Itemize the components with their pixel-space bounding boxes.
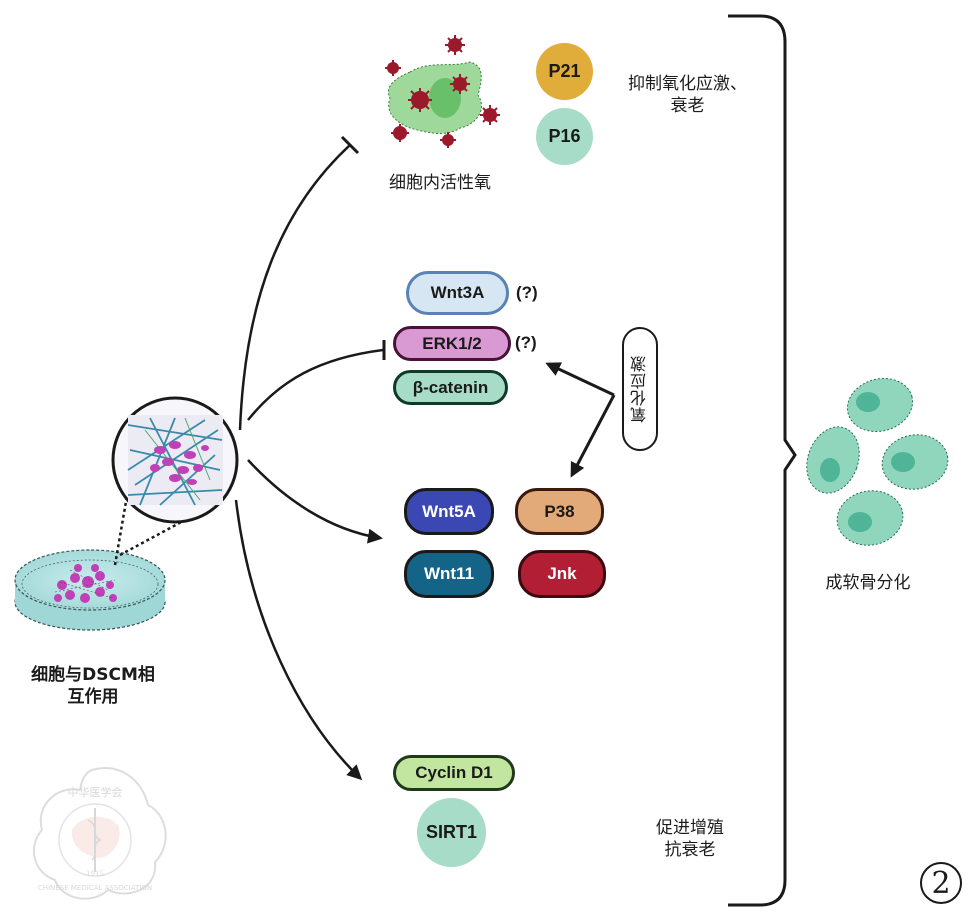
source-caption: 细胞与DSCM相互作用: [8, 664, 178, 708]
chondrocyte: [881, 434, 949, 490]
chondrocyte: [836, 490, 904, 546]
wnt3a-uncertain-note: (?): [516, 283, 538, 302]
pill-wnt11: Wnt11: [404, 550, 494, 598]
badge-sirt1: SIRT1: [417, 798, 486, 867]
pill-wnt3a: Wnt3A: [406, 271, 509, 315]
arrow-to-ros: [238, 144, 351, 431]
pill-cyclin-d1-label: Cyclin D1: [415, 763, 493, 782]
magnified-scaffold: [111, 396, 239, 524]
arrow-to-erk: [247, 348, 384, 421]
pill-beta-catenin: β-catenin: [393, 370, 508, 405]
pill-cyclin-d1: Cyclin D1: [393, 755, 515, 791]
petri-dish: [14, 549, 166, 631]
badge-sirt1-label: SIRT1: [425, 822, 477, 842]
watermark-year: 1915: [86, 870, 104, 878]
watermark-top-text: 中华医学会: [68, 785, 123, 799]
bottom-effect-label: 促进增殖 抗衰老: [635, 795, 745, 861]
zoom-line-right: [119, 518, 186, 557]
pill-beta-catenin-label: β-catenin: [412, 377, 489, 397]
chondrocyte: [806, 426, 860, 494]
arrow-to-wnt5a: [247, 459, 383, 544]
badge-p21: P21: [536, 43, 593, 100]
badge-p16-label: P16: [548, 126, 581, 146]
pill-p38-label: P38: [544, 501, 575, 521]
zoom-line-left: [113, 489, 130, 566]
outcome-caption: 成软骨分化: [825, 573, 911, 593]
pill-wnt3a-label: Wnt3A: [430, 283, 485, 302]
pill-p38: P38: [515, 488, 604, 535]
figure-number-text: 2: [931, 865, 951, 901]
pill-wnt5a: Wnt5A: [404, 488, 494, 535]
pill-wnt11-label: Wnt11: [423, 564, 475, 583]
badge-p16: P16: [536, 108, 593, 165]
top-effect-text: 抑制氧化应激、衰老: [628, 74, 747, 116]
chondrocyte: [846, 377, 914, 433]
pill-jnk: Jnk: [518, 550, 606, 598]
watermark-logo: 中华医学会 1915 CHINESE MEDICAL ASSOCIATION: [33, 767, 167, 900]
arrow-to-cyclin: [234, 499, 363, 781]
ros-cell-illustration: [385, 35, 500, 148]
ros-caption: 细胞内活性氧: [389, 173, 491, 193]
pill-wnt5a-label: Wnt5A: [422, 501, 476, 521]
oxidative-stress-label: 氧化应激: [622, 327, 658, 451]
top-effect-label: 抑制氧化应激、衰老: [625, 73, 750, 117]
pill-erk12-label: ERK1/2: [422, 333, 482, 353]
watermark-bottom-text: CHINESE MEDICAL ASSOCIATION: [38, 884, 152, 892]
arrow-ox-to-p38: [570, 394, 616, 478]
arrow-ox-to-erk: [545, 362, 615, 397]
pill-erk12: ERK1/2: [393, 326, 511, 361]
oxidative-stress-text: 氧化应激: [630, 355, 649, 423]
inhibit-bar-ros: [340, 135, 360, 155]
bottom-effect-text: 促进增殖 抗衰老: [656, 818, 724, 860]
erk12-uncertain-note: (?): [515, 333, 537, 352]
source-caption-text: 细胞与DSCM相互作用: [31, 665, 155, 707]
chondrocytes: [806, 377, 949, 546]
pill-jnk-label: Jnk: [547, 564, 577, 583]
badge-p21-label: P21: [548, 61, 581, 81]
figure-number: 2: [920, 862, 962, 904]
outcome-bracket: [728, 14, 797, 907]
